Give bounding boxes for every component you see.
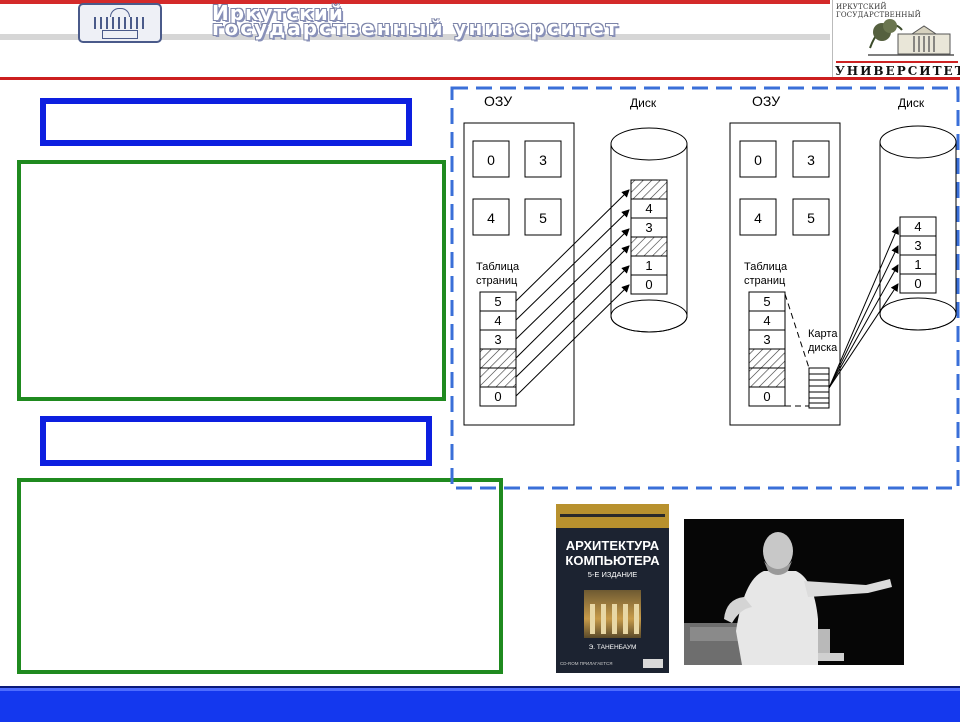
- page-table-label: страниц: [476, 275, 518, 287]
- book-cover-illustration: [584, 590, 641, 638]
- page-table-entry: 3: [494, 332, 501, 347]
- book-footer: CD-ROM ПРИЛАГАЕТСЯ: [560, 661, 613, 666]
- ram-frame-label: 3: [807, 152, 815, 168]
- page-table-label: Таблица: [476, 261, 520, 273]
- disk-page: 3: [645, 220, 652, 235]
- ram-frame: [472, 198, 510, 236]
- ram-frame: [739, 140, 777, 178]
- ram-frame: [792, 140, 830, 178]
- header-bottom-rule: [0, 77, 960, 80]
- ram-frame: [472, 140, 510, 178]
- disk-cylinder-right: 4 3 1 0: [879, 125, 957, 331]
- disk-page: 1: [645, 258, 652, 273]
- header-title-line2: государственный университет: [212, 16, 620, 40]
- ram-frame-label: 0: [487, 152, 495, 168]
- content-placeholder-2[interactable]: [17, 478, 503, 674]
- book-edition: 5-Е ИЗДАНИЕ: [587, 570, 638, 579]
- page-table-entry: 3: [763, 332, 770, 347]
- disk-page: 4: [645, 201, 652, 216]
- content-placeholder-1[interactable]: [17, 160, 446, 401]
- disk-map-connector: [784, 293, 810, 407]
- footer-highlight: [0, 688, 960, 691]
- page-table-entry: 4: [763, 313, 770, 328]
- page-mapping-arrows-left: [515, 189, 630, 397]
- page-table-entry: 4: [494, 313, 501, 328]
- disk-cylinder-left: 4 3 1 0: [610, 127, 688, 333]
- page-table-entry: 0: [763, 389, 770, 404]
- disk-page: 0: [645, 277, 652, 292]
- disk-label-left: Диск: [630, 96, 657, 110]
- page-table-entry: 0: [494, 389, 501, 404]
- university-logo-caption: ИРКУТСКИЙ ГОСУДАРСТВЕННЫЙ: [836, 3, 921, 19]
- ram-label-left: ОЗУ: [484, 93, 512, 109]
- disk-page: 1: [914, 257, 921, 272]
- disk-map-label: диска: [808, 342, 838, 354]
- disk-page: 4: [914, 219, 921, 234]
- header-title: Иркутский государственный университет: [212, 1, 832, 40]
- ram-frame-label: 4: [487, 210, 495, 226]
- disk-map-label: Карта: [808, 328, 838, 340]
- ram-frame-label: 3: [539, 152, 547, 168]
- publisher-logo: [643, 659, 663, 668]
- disk-map: [808, 367, 830, 409]
- page-table-entry: 5: [494, 294, 501, 309]
- virtual-memory-diagram: ОЗУ Диск 0 3 4 5 Таблица страниц 5 4 3 0…: [450, 86, 960, 490]
- page-table-right: 5 4 3 0: [748, 291, 786, 407]
- disk-label-right: Диск: [898, 96, 925, 110]
- university-emblem-icon: [78, 3, 162, 43]
- page-table-entry: 5: [763, 294, 770, 309]
- page-table-label: страниц: [744, 275, 786, 287]
- university-building-icon: [868, 19, 954, 56]
- disk-page: 0: [914, 276, 921, 291]
- university-logo-name: УНИВЕРСИТЕТ: [835, 64, 960, 78]
- header-underline: [0, 34, 830, 40]
- ram-frame: [524, 198, 562, 236]
- ram-frame: [524, 140, 562, 178]
- book-title-line1: АРХИТЕКТУРА: [565, 538, 660, 553]
- university-logo-rule: [836, 61, 958, 63]
- disk-page: 3: [914, 238, 921, 253]
- heading-placeholder-1[interactable]: [40, 98, 412, 146]
- page-table-left: 5 4 3 0: [479, 291, 517, 407]
- ram-frame-label: 5: [539, 210, 547, 226]
- book-cover-image: АРХИТЕКТУРА КОМПЬЮТЕРА 5-Е ИЗДАНИЕ Э. ТА…: [556, 504, 669, 673]
- page-table-label: Таблица: [744, 261, 788, 273]
- footer-bar: [0, 686, 960, 722]
- lecturer-photo: [684, 519, 904, 665]
- ram-frame: [739, 198, 777, 236]
- diagram-frame: [450, 86, 960, 490]
- ram-frame-label: 5: [807, 210, 815, 226]
- book-title-line2: КОМПЬЮТЕРА: [565, 553, 660, 568]
- header-title-line1: Иркутский: [212, 1, 344, 25]
- header-stripe-top: [0, 0, 830, 4]
- page-mapping-arrows-right: [828, 226, 899, 389]
- heading-placeholder-2[interactable]: [40, 416, 432, 466]
- ram-frame-label: 0: [754, 152, 762, 168]
- ram-frame: [792, 198, 830, 236]
- ram-frame-label: 4: [754, 210, 762, 226]
- book-author: Э. ТАНЕНБАУМ: [588, 644, 637, 651]
- ram-label-right: ОЗУ: [752, 93, 780, 109]
